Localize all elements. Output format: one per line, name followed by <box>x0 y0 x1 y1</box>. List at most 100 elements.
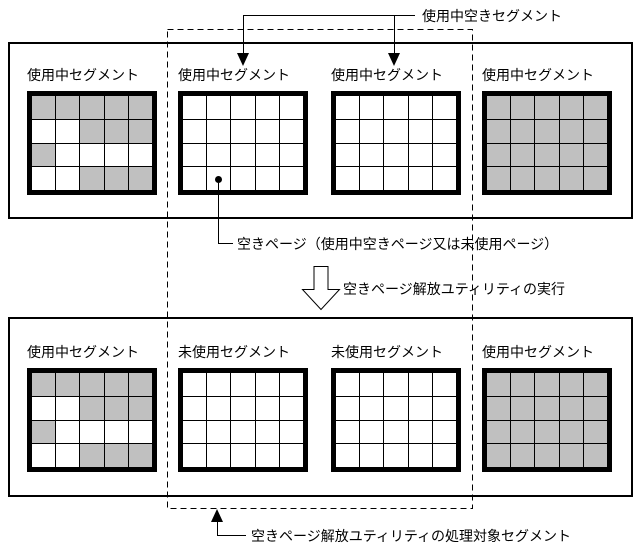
free-page-cell <box>207 373 231 396</box>
free-page-cell <box>279 143 303 167</box>
memory-box-after <box>8 317 633 497</box>
free-page-cell <box>255 167 279 190</box>
top-callout-drop-left <box>243 15 244 55</box>
free-page-cell <box>56 444 80 467</box>
free-page-cell <box>336 119 360 143</box>
segment-page-grid <box>482 91 612 195</box>
used-page-cell <box>535 420 559 444</box>
free-page-cell <box>279 96 303 119</box>
target-segments-label: 空きページ解放ユティリティの処理対象セグメント <box>251 528 572 544</box>
used-page-cell <box>559 396 583 420</box>
segment-after-1: 使用中セグメント <box>27 344 157 472</box>
down-arrow-icon <box>237 53 249 66</box>
free-page-cell <box>56 167 80 190</box>
used-page-cell <box>128 444 152 467</box>
free-page-cell <box>255 96 279 119</box>
used-page-cell <box>104 96 128 119</box>
free-page-cell <box>408 167 432 190</box>
free-page-cell <box>207 96 231 119</box>
used-page-cell <box>511 119 535 143</box>
used-page-cell <box>487 444 511 467</box>
free-page-cell <box>207 444 231 467</box>
free-page-cell <box>183 143 207 167</box>
used-page-cell <box>80 96 104 119</box>
free-page-cell <box>384 444 408 467</box>
free-page-cell <box>80 143 104 167</box>
free-page-cell <box>207 143 231 167</box>
used-page-cell <box>128 119 152 143</box>
free-page-cell <box>56 396 80 420</box>
used-page-cell <box>535 96 559 119</box>
free-page-cell <box>80 420 104 444</box>
used-page-cell <box>559 119 583 143</box>
free-page-cell <box>279 373 303 396</box>
free-page-cell <box>432 96 456 119</box>
free-page-cell <box>104 143 128 167</box>
free-page-cell <box>360 143 384 167</box>
free-page-cell <box>183 444 207 467</box>
segment-before-2: 使用中セグメント <box>178 67 308 195</box>
free-page-label: 空きページ（使用中空きページ又は未使用ページ） <box>237 236 559 252</box>
free-page-cell <box>279 444 303 467</box>
free-page-cell <box>255 143 279 167</box>
used-page-cell <box>487 143 511 167</box>
free-page-cell <box>408 444 432 467</box>
free-page-cell <box>128 420 152 444</box>
free-page-cell <box>255 396 279 420</box>
used-page-cell <box>511 444 535 467</box>
free-page-cell <box>231 420 255 444</box>
free-page-cell <box>104 420 128 444</box>
used-page-cell <box>80 396 104 420</box>
free-page-cell <box>279 396 303 420</box>
free-page-cell <box>255 373 279 396</box>
top-callout-line <box>243 15 415 16</box>
segment-label: 使用中セグメント <box>27 67 139 83</box>
segment-before-1: 使用中セグメント <box>27 67 157 195</box>
free-page-cell <box>255 420 279 444</box>
free-page-cell <box>384 373 408 396</box>
segment-page-grid <box>482 368 612 472</box>
segment-label: 未使用セグメント <box>178 344 290 360</box>
free-page-cell <box>279 167 303 190</box>
free-page-cell <box>432 420 456 444</box>
segment-page-grid <box>331 91 461 195</box>
used-page-cell <box>559 96 583 119</box>
segment-label: 使用中セグメント <box>331 67 443 83</box>
free-page-marker-dot <box>215 176 222 183</box>
utility-target-dashed-outline <box>167 29 473 509</box>
free-page-cell <box>336 420 360 444</box>
free-page-cell <box>231 444 255 467</box>
used-page-cell <box>511 420 535 444</box>
free-page-cell <box>183 396 207 420</box>
free-page-cell <box>384 143 408 167</box>
free-page-cell <box>255 444 279 467</box>
memory-box-before <box>8 42 633 219</box>
free-page-cell <box>360 119 384 143</box>
free-page-cell <box>32 119 56 143</box>
used-page-cell <box>32 143 56 167</box>
used-page-cell <box>583 373 607 396</box>
free-page-cell <box>408 119 432 143</box>
free-page-cell <box>32 396 56 420</box>
used-page-cell <box>511 373 535 396</box>
free-page-cell <box>56 143 80 167</box>
used-page-cell <box>56 96 80 119</box>
used-page-cell <box>535 143 559 167</box>
target-callout-line-v <box>217 519 218 536</box>
used-page-cell <box>128 96 152 119</box>
used-page-cell <box>559 444 583 467</box>
used-page-cell <box>128 373 152 396</box>
free-page-cell <box>279 119 303 143</box>
free-page-cell <box>207 119 231 143</box>
used-page-cell <box>32 96 56 119</box>
segment-label: 使用中セグメント <box>178 67 290 83</box>
segment-after-2: 未使用セグメント <box>178 344 308 472</box>
used-page-cell <box>32 373 56 396</box>
segment-page-grid <box>331 368 461 472</box>
free-page-cell <box>207 420 231 444</box>
run-utility-arrow-icon <box>301 266 341 311</box>
used-page-cell <box>104 119 128 143</box>
free-page-cell <box>336 373 360 396</box>
used-page-cell <box>128 396 152 420</box>
